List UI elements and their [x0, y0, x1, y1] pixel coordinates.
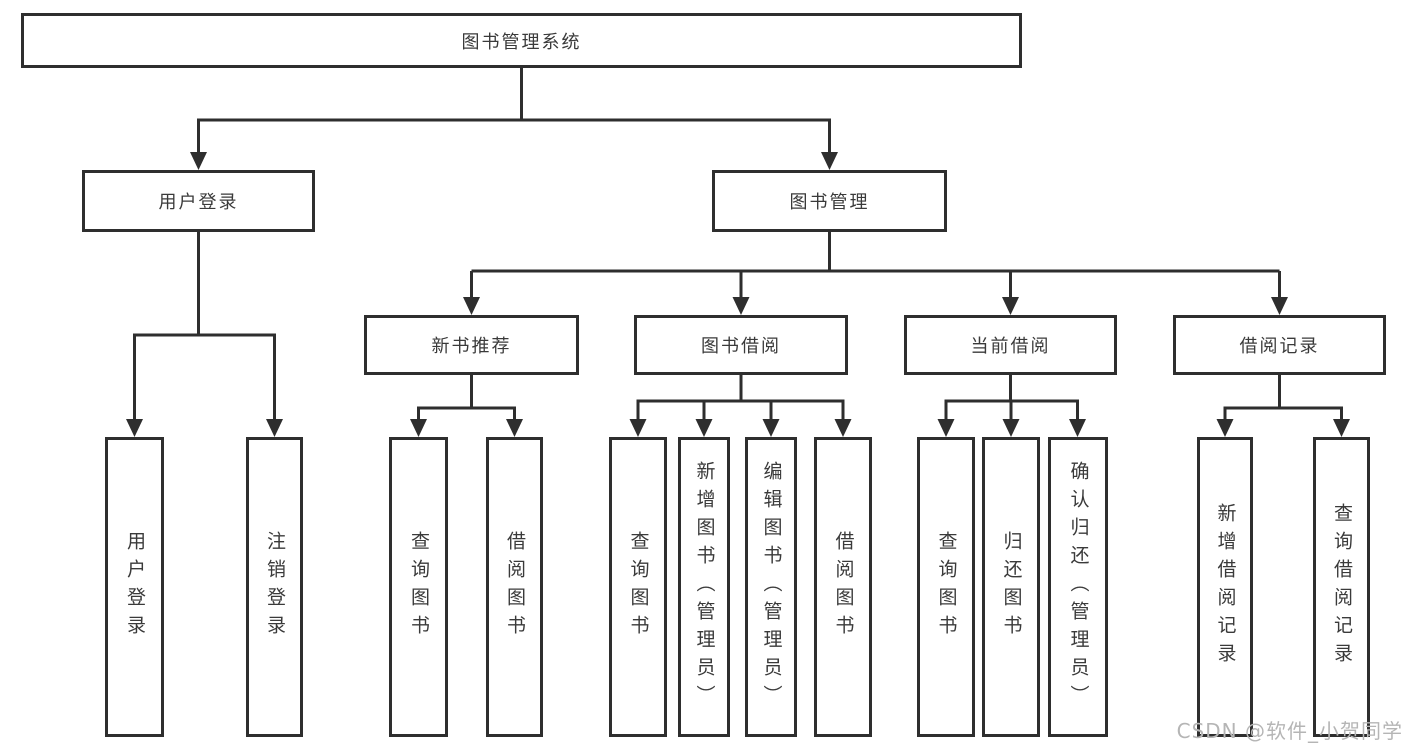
node-borrow-books-leaf: 借阅图书 [814, 437, 872, 737]
arrowhead [506, 419, 523, 437]
arrowhead [1002, 297, 1019, 315]
arrowhead [732, 297, 750, 315]
node-borrowing-records: 借阅记录 [1173, 315, 1386, 375]
node-book-management: 图书管理 [712, 170, 947, 232]
arrowhead [126, 419, 143, 437]
arrowhead [266, 419, 283, 437]
node-query-borrow-record-leaf: 查询借阅记录 [1313, 437, 1370, 737]
node-current-borrowing: 当前借阅 [904, 315, 1117, 375]
arrowhead [190, 152, 207, 170]
node-return-books-leaf: 归还图书 [982, 437, 1040, 737]
arrowhead [762, 419, 780, 437]
node-new-book-recommend: 新书推荐 [364, 315, 579, 375]
node-user-login: 用户登录 [82, 170, 315, 232]
arrowhead [463, 297, 480, 315]
arrowhead [629, 419, 647, 437]
connector-level2-bracket [197, 118, 831, 153]
arrowhead [410, 419, 427, 437]
arrowhead [695, 419, 713, 437]
node-library-system: 图书管理系统 [21, 13, 1022, 68]
arrowhead [937, 419, 955, 437]
arrowhead [1333, 419, 1350, 437]
connector-newbook-bracket [417, 406, 516, 420]
node-add-books-admin-leaf: 新增图书（管理员） [678, 437, 730, 737]
arrowhead [1271, 297, 1288, 315]
node-book-borrowing: 图书借阅 [634, 315, 848, 375]
node-confirm-return-admin-leaf: 确认归还（管理员） [1048, 437, 1108, 737]
connector-bookborrow-bracket [636, 399, 845, 420]
node-borrow-books-leaf: 借阅图书 [486, 437, 543, 737]
arrowhead [1216, 419, 1234, 437]
node-user-login-leaf: 用户登录 [105, 437, 164, 737]
arrowhead [1002, 419, 1020, 437]
arrowhead [821, 152, 838, 170]
arrowhead [834, 419, 852, 437]
node-query-books-leaf: 查询图书 [389, 437, 448, 737]
connector-user-login-bracket [133, 333, 276, 420]
csdn-watermark: CSDN @软件_小贺同学 [1176, 719, 1403, 743]
node-query-books-leaf: 查询图书 [609, 437, 667, 737]
node-edit-books-admin-leaf: 编辑图书（管理员） [745, 437, 797, 737]
arrowheads [126, 152, 1350, 437]
node-logout-leaf: 注销登录 [246, 437, 303, 737]
node-add-borrow-record-leaf: 新增借阅记录 [1197, 437, 1253, 737]
arrowhead [1069, 419, 1086, 437]
connector-records-bracket [1223, 406, 1343, 420]
node-query-books-leaf: 查询图书 [917, 437, 975, 737]
